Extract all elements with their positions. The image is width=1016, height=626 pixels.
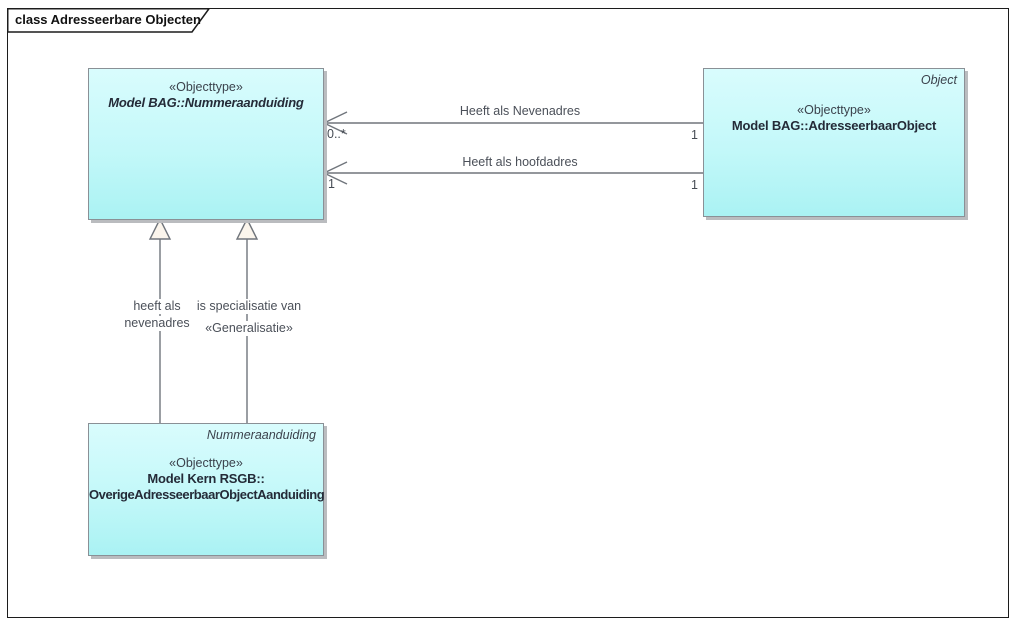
class-box-rsgb-overige-adresseerbaar-object-aanduiding[interactable]: Nummeraanduiding «Objecttype» Model Kern…	[88, 423, 325, 556]
multiplicity-left: 0..*	[327, 127, 346, 141]
corner-label: Nummeraanduiding	[206, 428, 316, 442]
multiplicity-left: 1	[328, 177, 335, 191]
association-label-hoofdadres: Heeft als hoofdadres	[432, 155, 608, 169]
multiplicity-right: 1	[691, 178, 698, 192]
label-line2: «Generalisatie»	[202, 321, 296, 336]
frame-tab-shape	[7, 8, 211, 33]
class-name-line2: OverigeAdresseerbaarObjectAanduiding	[89, 487, 325, 502]
class-name: Model BAG::Nummeraanduiding	[108, 95, 304, 110]
stereotype-label: «Objecttype»	[169, 80, 243, 94]
corner-label: Object	[920, 73, 957, 87]
label-line1: heeft als	[130, 299, 184, 314]
association-heeft-als-hoofdadres[interactable]	[322, 161, 703, 185]
hollow-triangle-arrowhead-icon	[148, 217, 172, 240]
multiplicity-right: 1	[691, 128, 698, 142]
hollow-triangle-arrowhead-icon	[235, 217, 259, 240]
class-name-line1: Model Kern RSGB::	[147, 471, 265, 486]
open-arrowhead-icon	[322, 111, 348, 135]
generalization-heeft-als-nevenadres[interactable]	[148, 217, 172, 423]
class-box-bag-nummeraanduiding[interactable]: «Objecttype» Model BAG::Nummeraanduiding	[88, 68, 324, 220]
class-box-bag-adresseerbaarobject[interactable]: Object «Objecttype» Model BAG::Adresseer…	[703, 68, 965, 217]
generalization-label-nevenadres: heeft als nevenadres	[105, 299, 209, 331]
association-heeft-als-nevenadres[interactable]	[322, 111, 703, 135]
open-arrowhead-icon	[322, 161, 348, 185]
diagram-title: class Adresseerbare Objecten	[15, 12, 201, 27]
generalization-label-specialisatie: is specialisatie van «Generalisatie»	[182, 299, 316, 336]
label-line2: nevenadres	[121, 316, 193, 331]
stereotype-label: «Objecttype»	[797, 103, 871, 117]
class-name: Model BAG::AdresseerbaarObject	[731, 118, 937, 133]
association-label-nevenadres: Heeft als Nevenadres	[432, 104, 608, 118]
label-line1: is specialisatie van	[193, 299, 305, 314]
stereotype-label: «Objecttype»	[169, 456, 243, 470]
